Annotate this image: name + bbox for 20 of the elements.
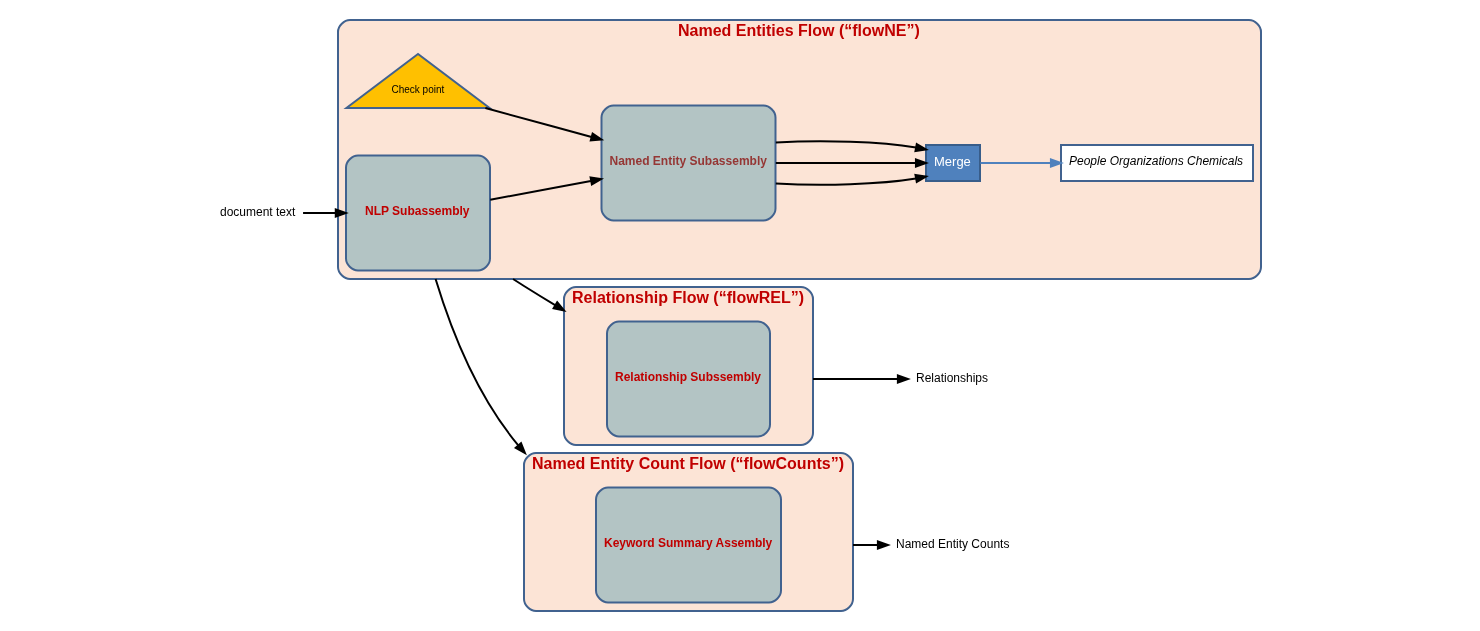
arrow [851,540,891,550]
node-text: Named Entity Counts [895,537,1009,552]
node-box: Keyword Summary Assembly [594,486,782,604]
node-box: Named Entity Subassembly [600,104,776,222]
node-box: People Organizations Chemicals [1059,144,1254,182]
arrow [774,173,929,186]
arrow [301,208,349,218]
node-box: Merge [924,144,981,182]
arrow [978,158,1064,168]
node-box: NLP Subassembly [344,154,491,272]
arrow [483,107,604,142]
arrow [774,140,929,153]
arrow [488,176,604,201]
arrow [811,374,911,384]
node-box: Relationship Subssembly [605,320,771,438]
node-text: Relationships [915,371,988,386]
arrow [774,158,929,168]
node-text: document text [219,205,295,220]
arrow [434,278,527,456]
arrow [511,278,567,312]
